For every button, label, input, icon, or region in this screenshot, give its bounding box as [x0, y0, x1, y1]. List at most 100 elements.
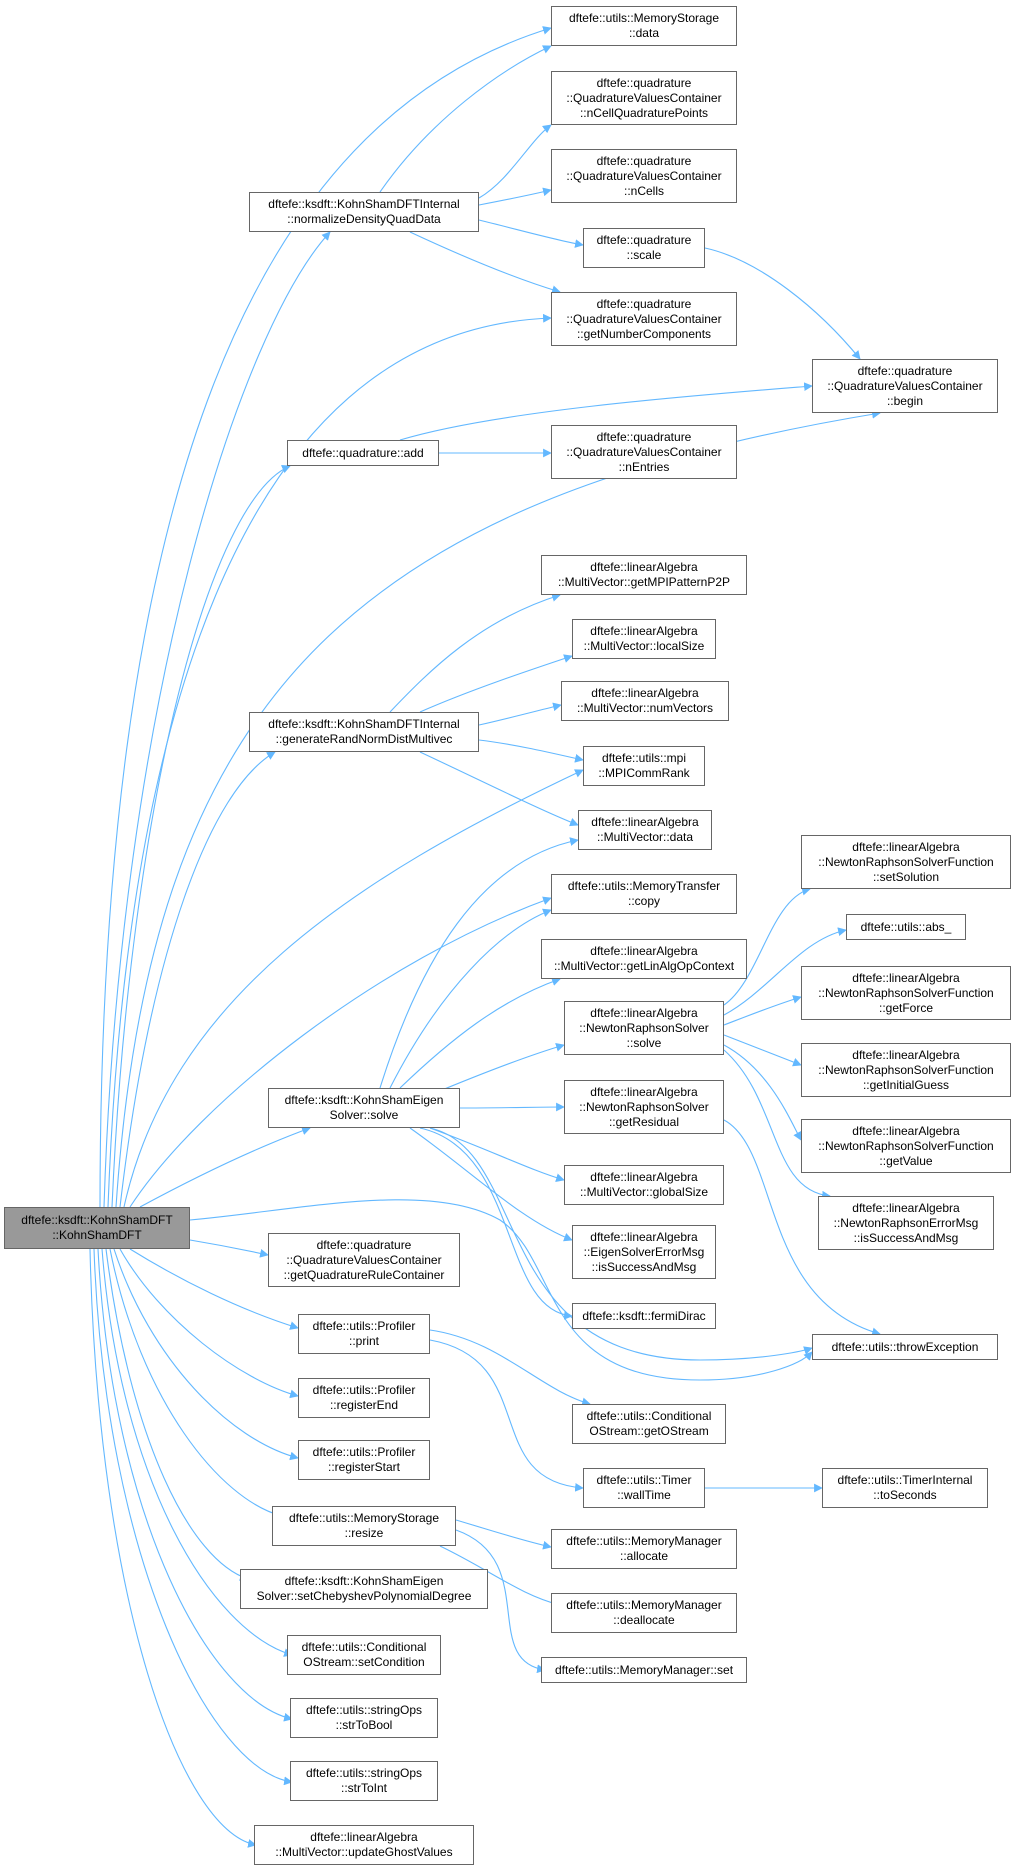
- node-nrsf-getinitialguess[interactable]: dftefe::linearAlgebra ::NewtonRaphsonSol…: [801, 1043, 1011, 1097]
- node-qvc-getnumbercomponents[interactable]: dftefe::quadrature ::QuadratureValuesCon…: [551, 292, 737, 346]
- node-conditionalostream-setcondition[interactable]: dftefe::utils::Conditional OStream::setC…: [287, 1635, 441, 1675]
- node-profiler-registerstart[interactable]: dftefe::utils::Profiler ::registerStart: [298, 1440, 430, 1480]
- edge-root-qvc-getnumcomp: [107, 313, 552, 1208]
- node-stringops-strtobool[interactable]: dftefe::utils::stringOps ::strToBool: [290, 1698, 438, 1738]
- edge-root-str-toint: [93, 1248, 293, 1786]
- edge-print-getostream: [429, 1329, 591, 1407]
- node-kohnshameigensolver-solve[interactable]: dftefe::ksdft::KohnShamEigen Solver::sol…: [268, 1088, 460, 1128]
- edge-kse-mt-copy: [389, 908, 552, 1089]
- node-stringops-strtoint[interactable]: dftefe::utils::stringOps ::strToInt: [290, 1761, 438, 1801]
- node-nrsf-setsolution[interactable]: dftefe::linearAlgebra ::NewtonRaphsonSol…: [801, 835, 1011, 889]
- node-timer-walltime[interactable]: dftefe::utils::Timer ::wallTime: [583, 1468, 705, 1508]
- edge-root-cos-setcond: [101, 1248, 293, 1657]
- node-qvc-begin[interactable]: dftefe::quadrature ::QuadratureValuesCon…: [812, 359, 998, 413]
- node-kohnshameigensolver-setchebyshevpolynomialdegree[interactable]: dftefe::ksdft::KohnShamEigen Solver::set…: [240, 1569, 488, 1609]
- edge-genrand-getmpi: [389, 593, 561, 713]
- edge-root-kse-setcheb: [105, 1248, 249, 1581]
- node-memorymanager-deallocate[interactable]: dftefe::utils::MemoryManager ::deallocat…: [551, 1593, 737, 1633]
- node-multivector-updateghostvalues[interactable]: dftefe::linearAlgebra ::MultiVector::upd…: [254, 1825, 474, 1865]
- edge-root-ms-data: [99, 26, 552, 1208]
- node-profiler-print[interactable]: dftefe::utils::Profiler ::print: [298, 1314, 430, 1354]
- edge-kse-mv-data: [379, 837, 579, 1089]
- edge-normalize-getnumcomp: [409, 231, 561, 294]
- node-multivector-data[interactable]: dftefe::linearAlgebra ::MultiVector::dat…: [578, 810, 712, 850]
- node-qvc-nentries[interactable]: dftefe::quadrature ::QuadratureValuesCon…: [551, 425, 737, 479]
- edge-root-prof-print: [129, 1248, 299, 1330]
- edge-resize-deallocate: [439, 1545, 561, 1608]
- node-newtonraphsonerrormsg-issuccessandmsg[interactable]: dftefe::linearAlgebra ::NewtonRaphsonErr…: [818, 1196, 994, 1250]
- node-profiler-registerend[interactable]: dftefe::utils::Profiler ::registerEnd: [298, 1378, 430, 1418]
- edge-kse-nrs-getresidual: [459, 1102, 565, 1112]
- node-nrsf-getvalue[interactable]: dftefe::linearAlgebra ::NewtonRaphsonSol…: [801, 1119, 1011, 1173]
- edge-nrs-setsolution: [723, 886, 811, 1006]
- edge-normalize-scale: [478, 219, 584, 248]
- node-eigensolvererrormsg-issuccessandmsg[interactable]: dftefe::linearAlgebra ::EigenSolverError…: [572, 1225, 716, 1279]
- edge-normalize-ncellqp: [478, 124, 552, 199]
- node-mpi-mpicommrank[interactable]: dftefe::utils::mpi ::MPICommRank: [583, 746, 705, 786]
- node-memorystorage-resize[interactable]: dftefe::utils::MemoryStorage ::resize: [272, 1506, 456, 1546]
- node-quadrature-add[interactable]: dftefe::quadrature::add: [287, 440, 439, 466]
- node-qvc-ncellquadraturepoints[interactable]: dftefe::quadrature ::QuadratureValuesCon…: [551, 71, 737, 125]
- node-memorytransfer-copy[interactable]: dftefe::utils::MemoryTransfer ::copy: [551, 874, 737, 914]
- node-qvc-ncells[interactable]: dftefe::quadrature ::QuadratureValuesCon…: [551, 149, 737, 203]
- edge-kse-fermidirac: [419, 1127, 573, 1320]
- edge-root-genrand: [119, 751, 276, 1208]
- edge-root-prof-regstart: [113, 1248, 299, 1461]
- edge-nrs-getvalue: [723, 1044, 802, 1141]
- node-generaterandnormdistmultivec[interactable]: dftefe::ksdft::KohnShamDFTInternal ::gen…: [249, 712, 479, 752]
- node-memorystorage-data[interactable]: dftefe::utils::MemoryStorage ::data: [551, 6, 737, 46]
- node-multivector-globalsize[interactable]: dftefe::linearAlgebra ::MultiVector::glo…: [564, 1165, 724, 1205]
- node-utils-throwexception[interactable]: dftefe::utils::throwException: [812, 1334, 998, 1360]
- edge-scale-begin: [704, 247, 861, 360]
- edge-kse-eserr: [409, 1127, 573, 1242]
- edge-resize-set: [455, 1529, 546, 1674]
- node-memorymanager-set[interactable]: dftefe::utils::MemoryManager::set: [541, 1657, 747, 1683]
- edge-nrs-abs: [723, 927, 847, 1016]
- edge-root-kse-solve: [139, 1126, 311, 1208]
- edge-kse-nrs-solve: [429, 1043, 565, 1096]
- edge-root-mpi-rank: [123, 769, 584, 1208]
- edge-genrand-localsize: [419, 654, 573, 713]
- edge-root-normalize: [103, 231, 331, 1208]
- node-newtonraphsonsolver-solve[interactable]: dftefe::linearAlgebra ::NewtonRaphsonSol…: [564, 1001, 724, 1055]
- edge-getresidual-throwexc: [723, 1119, 881, 1337]
- node-ksdft-fermidirac[interactable]: dftefe::ksdft::fermiDirac: [572, 1303, 716, 1329]
- node-quadrature-scale[interactable]: dftefe::quadrature ::scale: [583, 228, 705, 268]
- edge-genrand-numvectors: [478, 702, 562, 726]
- edge-root-str-tobool: [97, 1248, 293, 1722]
- edge-kse-getlinalg: [399, 977, 561, 1089]
- edge-nrs-nrerr: [723, 1049, 831, 1200]
- node-multivector-getmpipatternp2p[interactable]: dftefe::linearAlgebra ::MultiVector::get…: [541, 555, 747, 595]
- edge-nrs-getinitial: [723, 1034, 802, 1067]
- edge-root-q-add: [111, 465, 291, 1208]
- node-conditionalostream-getostream[interactable]: dftefe::utils::Conditional OStream::getO…: [572, 1404, 726, 1444]
- edge-root-mt-copy: [129, 896, 552, 1208]
- node-memorymanager-allocate[interactable]: dftefe::utils::MemoryManager ::allocate: [551, 1529, 737, 1569]
- edge-root-ms-resize: [109, 1248, 283, 1519]
- node-nrsf-getforce[interactable]: dftefe::linearAlgebra ::NewtonRaphsonSol…: [801, 966, 1011, 1020]
- edge-root-qvc-begin: [115, 409, 881, 1208]
- edge-genrand-mv-data: [419, 751, 579, 827]
- edge-root-qvc-getqrc: [189, 1239, 269, 1258]
- node-multivector-getlinalgopcontext[interactable]: dftefe::linearAlgebra ::MultiVector::get…: [541, 939, 747, 979]
- node-multivector-localsize[interactable]: dftefe::linearAlgebra ::MultiVector::loc…: [572, 619, 716, 659]
- edge-normalize-ncells: [478, 187, 552, 206]
- node-timerinternal-toseconds[interactable]: dftefe::utils::TimerInternal ::toSeconds: [822, 1468, 988, 1508]
- edge-genrand-mpi-rank: [478, 739, 584, 763]
- edge-root-mv-updateghost: [89, 1248, 257, 1848]
- node-newtonraphsonsolver-getresidual[interactable]: dftefe::linearAlgebra ::NewtonRaphsonSol…: [564, 1080, 724, 1134]
- node-multivector-numvectors[interactable]: dftefe::linearAlgebra ::MultiVector::num…: [561, 681, 729, 721]
- edge-normalize-ms-data: [379, 45, 552, 193]
- node-normalizedensityquaddata[interactable]: dftefe::ksdft::KohnShamDFTInternal ::nor…: [249, 192, 479, 232]
- edge-add-begin: [399, 382, 813, 441]
- edge-resize-allocate: [455, 1519, 552, 1550]
- node-utils-abs[interactable]: dftefe::utils::abs_: [846, 914, 966, 940]
- edge-kse-throwexc: [429, 1127, 813, 1361]
- node-kohnshamdft-constructor[interactable]: dftefe::ksdft::KohnShamDFT ::KohnShamDFT: [4, 1207, 190, 1249]
- edge-root-throwexc: [189, 1199, 813, 1381]
- node-qvc-getquadraturerulecontainer[interactable]: dftefe::quadrature ::QuadratureValuesCon…: [268, 1233, 460, 1287]
- edge-nrs-getforce: [723, 995, 802, 1026]
- edge-root-prof-regend: [119, 1248, 299, 1399]
